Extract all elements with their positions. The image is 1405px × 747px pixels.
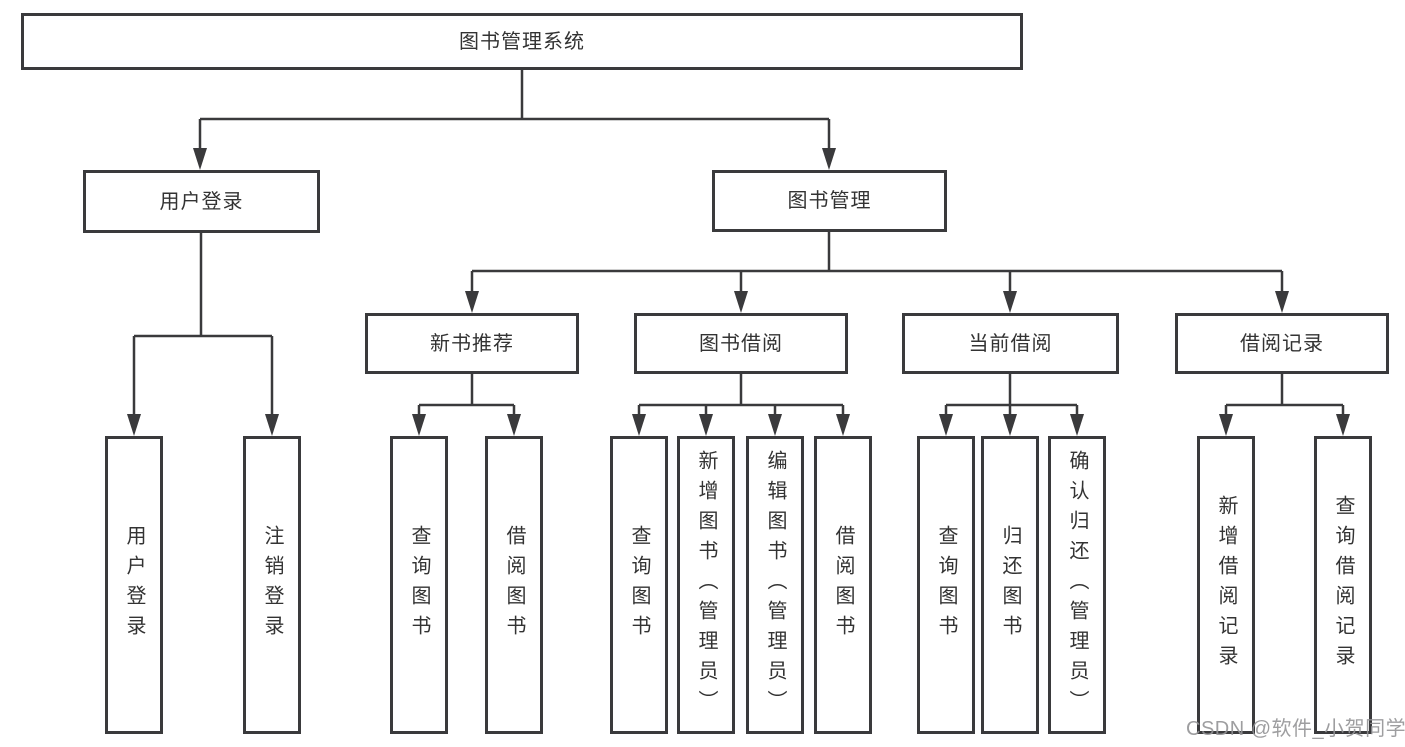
leaf-borrow-books-borrowing: 借阅图书 — [814, 436, 872, 734]
leaf-add-borrow-record: 新增借阅记录 — [1197, 436, 1255, 734]
node-current-borrowing: 当前借阅 — [902, 313, 1119, 374]
node-book-borrowing: 图书借阅 — [634, 313, 848, 374]
node-user-login: 用户登录 — [83, 170, 320, 233]
node-root: 图书管理系统 — [21, 13, 1023, 70]
connector-current-borrowing-to-leaves — [944, 374, 1079, 416]
leaf-query-borrow-record: 查询借阅记录 — [1314, 436, 1372, 734]
leaf-edit-books-admin: 编辑图书（管理员） — [746, 436, 804, 734]
leaf-query-books-borrowing: 查询图书 — [610, 436, 668, 734]
connector-new-book-recommend-to-leaves — [417, 374, 516, 416]
leaf-confirm-return-admin: 确认归还（管理员） — [1048, 436, 1106, 734]
leaf-add-books-admin: 新增图书（管理员） — [677, 436, 735, 734]
leaf-query-books-current: 查询图书 — [917, 436, 975, 734]
leaf-borrow-books-recommend: 借阅图书 — [485, 436, 543, 734]
leaf-logout: 注销登录 — [243, 436, 301, 734]
connector-borrow-records-to-leaves — [1224, 374, 1345, 416]
node-new-book-recommend: 新书推荐 — [365, 313, 579, 374]
leaf-user-login: 用户登录 — [105, 436, 163, 734]
connector-book-management-to-level3 — [470, 232, 1284, 293]
connector-book-borrowing-to-leaves — [637, 374, 845, 416]
node-borrow-records: 借阅记录 — [1175, 313, 1389, 374]
connector-user-login-to-leaves — [132, 233, 274, 416]
connector-root-to-level2 — [198, 70, 831, 150]
leaf-return-books: 归还图书 — [981, 436, 1039, 734]
csdn-watermark: CSDN @软件_小贺同学 — [1186, 718, 1405, 740]
node-book-management: 图书管理 — [712, 170, 947, 232]
leaf-query-books-recommend: 查询图书 — [390, 436, 448, 734]
